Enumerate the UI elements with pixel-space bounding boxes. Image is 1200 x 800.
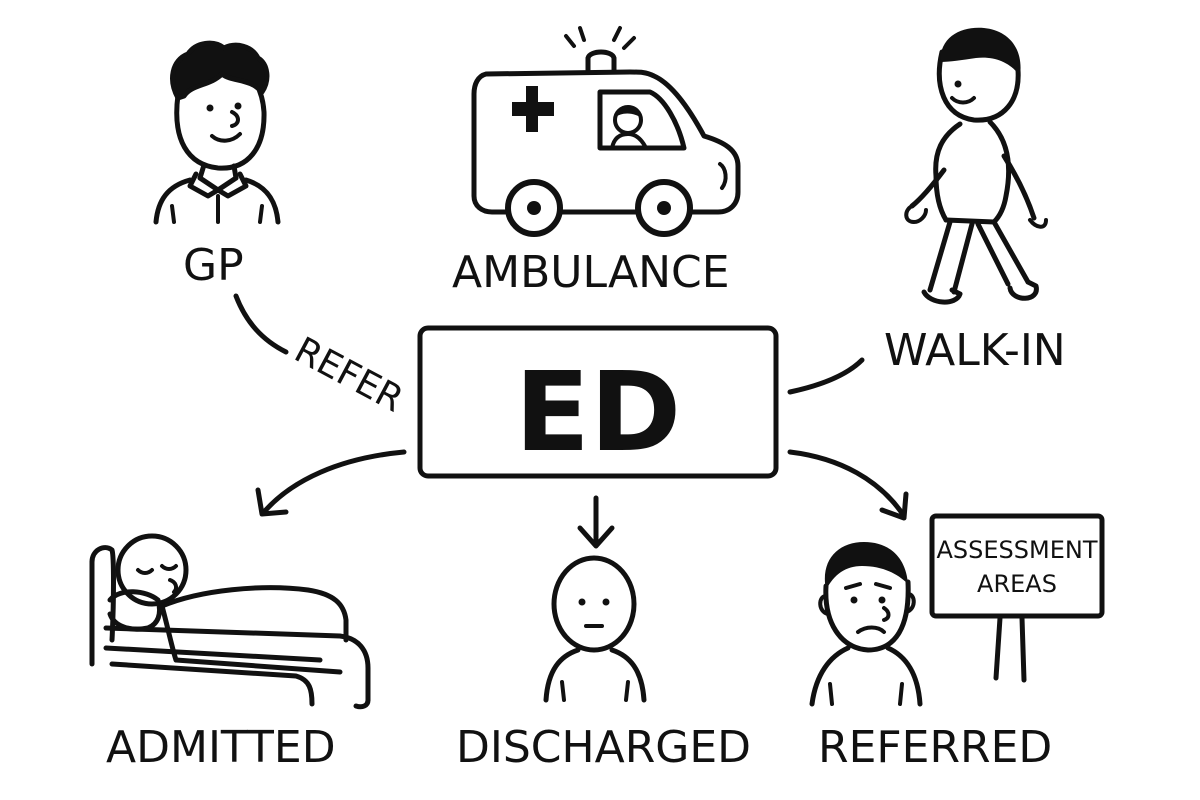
ed-box [417, 325, 779, 479]
walk-in-label: WALK-IN [884, 325, 1066, 376]
ed-to-admitted-arrow [255, 449, 407, 517]
sign-line1: ASSESSMENT [936, 536, 1097, 564]
ed-label: ED [515, 348, 681, 476]
referred-label: REFERRED [818, 722, 1052, 773]
gp-to-ed-connector [233, 293, 289, 355]
discharged-person-icon [543, 555, 647, 703]
ed-to-discharged-arrow [577, 495, 615, 549]
refer-label: REFER [288, 330, 410, 421]
gp-label: GP [183, 240, 244, 291]
admitted-label: ADMITTED [106, 722, 336, 773]
ambulance-icon [471, 26, 741, 237]
walk-in-to-ed-connector [787, 357, 865, 395]
gp-doctor-icon [153, 40, 281, 225]
walking-person-icon [904, 27, 1048, 305]
discharged-label: DISCHARGED [456, 722, 751, 773]
assessment-areas-sign: ASSESSMENT AREAS [929, 513, 1105, 683]
ambulance-label: AMBULANCE [452, 247, 730, 298]
sign-line2: AREAS [977, 570, 1057, 598]
hospital-bed-icon [89, 533, 371, 710]
referred-person-icon [809, 542, 923, 707]
ed-to-referred-arrow [787, 449, 909, 521]
